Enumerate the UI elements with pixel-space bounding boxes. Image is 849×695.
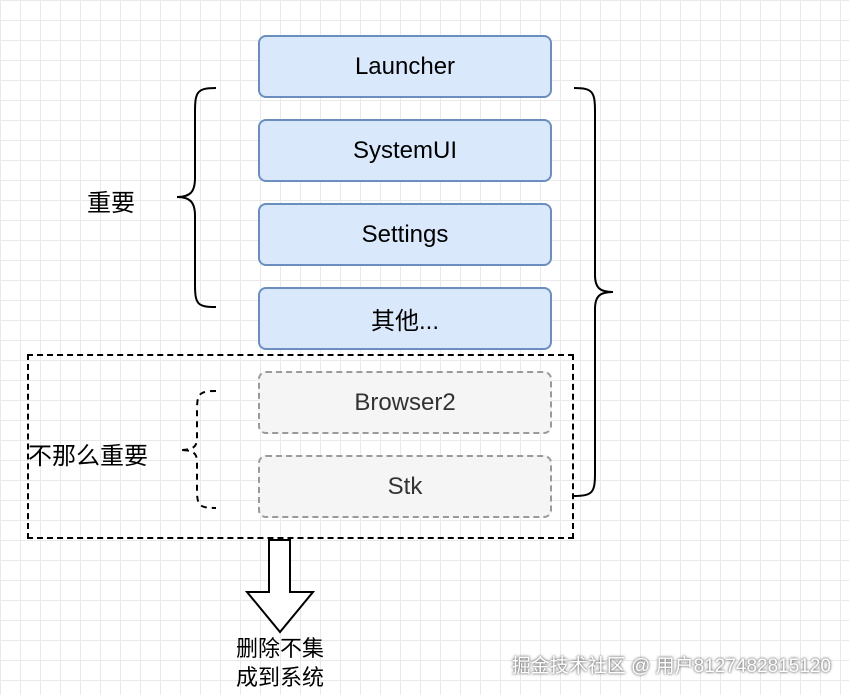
others-label: 其他... [370, 308, 439, 335]
stk-box[interactable]: Stk [258, 455, 552, 518]
important-label: 重要 [87, 190, 135, 217]
all-apps-brace [573, 87, 614, 497]
others-box[interactable]: 其他... [258, 287, 552, 350]
systemui-label: SystemUI [352, 136, 457, 164]
stk-label: Stk [387, 472, 423, 500]
settings-label: Settings [361, 220, 449, 248]
launcher-label: Launcher [354, 52, 456, 80]
less-important-group [27, 354, 574, 539]
down-arrow [244, 539, 316, 634]
less-important-label: 不那么重要 [28, 443, 148, 470]
launcher-box[interactable]: Launcher [258, 35, 552, 98]
result-line-1: 删除不集 [235, 636, 324, 661]
systemui-box[interactable]: SystemUI [258, 119, 552, 182]
less-important-brace [179, 390, 217, 509]
browser2-box[interactable]: Browser2 [258, 371, 552, 434]
important-brace [176, 87, 217, 308]
result-text: 删除不集 成到系统 [216, 634, 344, 692]
watermark: 掘金技术社区 @ 用户8127482815120 [511, 656, 831, 677]
result-line-2: 成到系统 [235, 665, 324, 690]
browser2-label: Browser2 [354, 388, 456, 416]
settings-box[interactable]: Settings [258, 203, 552, 266]
